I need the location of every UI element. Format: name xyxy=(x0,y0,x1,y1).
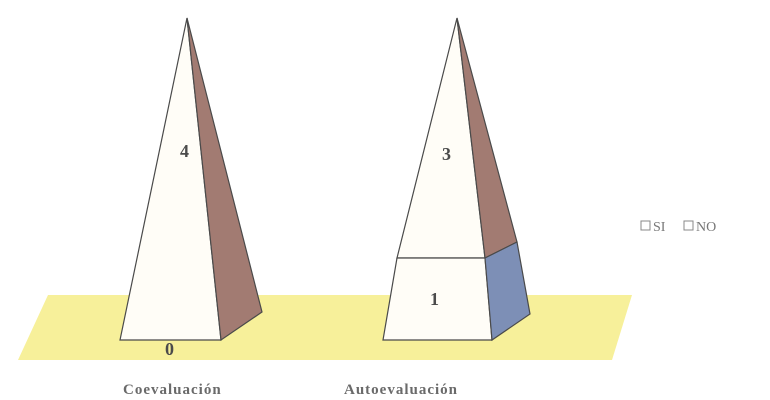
option-no[interactable]: NO xyxy=(683,220,716,235)
option-no-label: NO xyxy=(696,220,716,235)
pyramid-lower-side-face xyxy=(484,241,531,342)
pyramid-side-face xyxy=(186,17,263,342)
ground-plane xyxy=(18,295,632,360)
pyramid-autoevaluacion: 3 1 xyxy=(382,17,531,342)
pyramid-bottom-label: 0 xyxy=(165,339,174,359)
checkbox-no-icon[interactable] xyxy=(683,220,694,231)
caption-autoevaluacion: Autoevaluación xyxy=(344,382,458,398)
checkbox-si-icon[interactable] xyxy=(640,220,651,231)
option-si-label: SI xyxy=(653,220,666,235)
pyramid-top-label: 3 xyxy=(442,144,451,164)
pyramid-bottom-label: 1 xyxy=(430,289,439,309)
pyramid-top-label: 4 xyxy=(180,141,189,161)
option-si[interactable]: SI xyxy=(640,220,666,235)
pyramid-coevaluacion: 4 0 xyxy=(119,17,263,359)
caption-coevaluacion: Coevaluación xyxy=(123,382,222,398)
